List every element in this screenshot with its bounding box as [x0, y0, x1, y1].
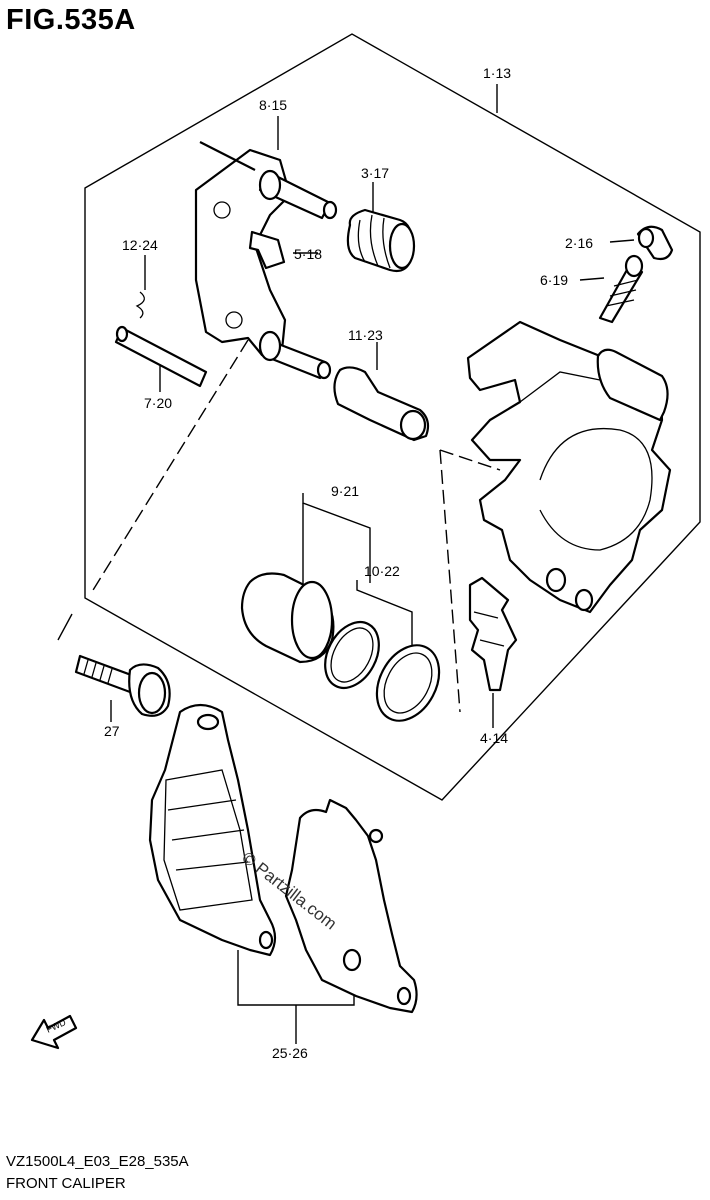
caliper-body — [466, 320, 672, 614]
bolt-27 — [74, 654, 171, 717]
slide-pin-11-23 — [333, 366, 430, 442]
boot-3-17 — [346, 208, 416, 273]
callout-12-24: 12·24 — [122, 237, 158, 253]
callout-8-15: 8·15 — [259, 97, 287, 113]
callout-4-14: 4·14 — [480, 730, 508, 746]
callout-25-26: 25·26 — [272, 1045, 308, 1061]
callout-5-18: 5·18 — [294, 246, 322, 262]
figure-title: FIG.535A — [6, 4, 136, 36]
callout-9-21: 9·21 — [331, 483, 359, 499]
pad-spring-4-14 — [468, 576, 518, 692]
piston-9-21 — [240, 572, 335, 664]
assembly-outline — [84, 33, 701, 801]
leader-lines — [57, 84, 635, 1044]
callout-3-17: 3·17 — [361, 165, 389, 181]
pin-7-20 — [114, 291, 208, 388]
caliper-bracket — [194, 141, 338, 380]
bleeder-screw — [598, 254, 644, 324]
brake-pad-inner — [148, 703, 277, 957]
callout-6-19: 6·19 — [540, 272, 568, 288]
callout-labels: 1·13 8·15 3·17 12·24 5·18 2·16 6·19 11·2… — [104, 65, 593, 1061]
clip-5-18 — [248, 230, 286, 270]
callout-2-16: 2·16 — [565, 235, 593, 251]
bleeder-cap — [636, 225, 674, 261]
figure-name: FRONT CALIPER — [6, 1175, 126, 1192]
dust-seal — [375, 644, 441, 722]
callout-7-20: 7·20 — [144, 395, 172, 411]
figure-code: VZ1500L4_E03_E28_535A — [6, 1153, 189, 1170]
fwd-arrow-icon: FWD — [30, 1014, 78, 1050]
piston-seal — [324, 621, 380, 689]
callout-1-13: 1·13 — [483, 65, 511, 81]
callout-11-23: 11·23 — [348, 327, 383, 343]
brake-pad-outer — [284, 798, 418, 1014]
callout-10-22: 10·22 — [364, 563, 400, 579]
callout-27: 27 — [104, 723, 120, 739]
